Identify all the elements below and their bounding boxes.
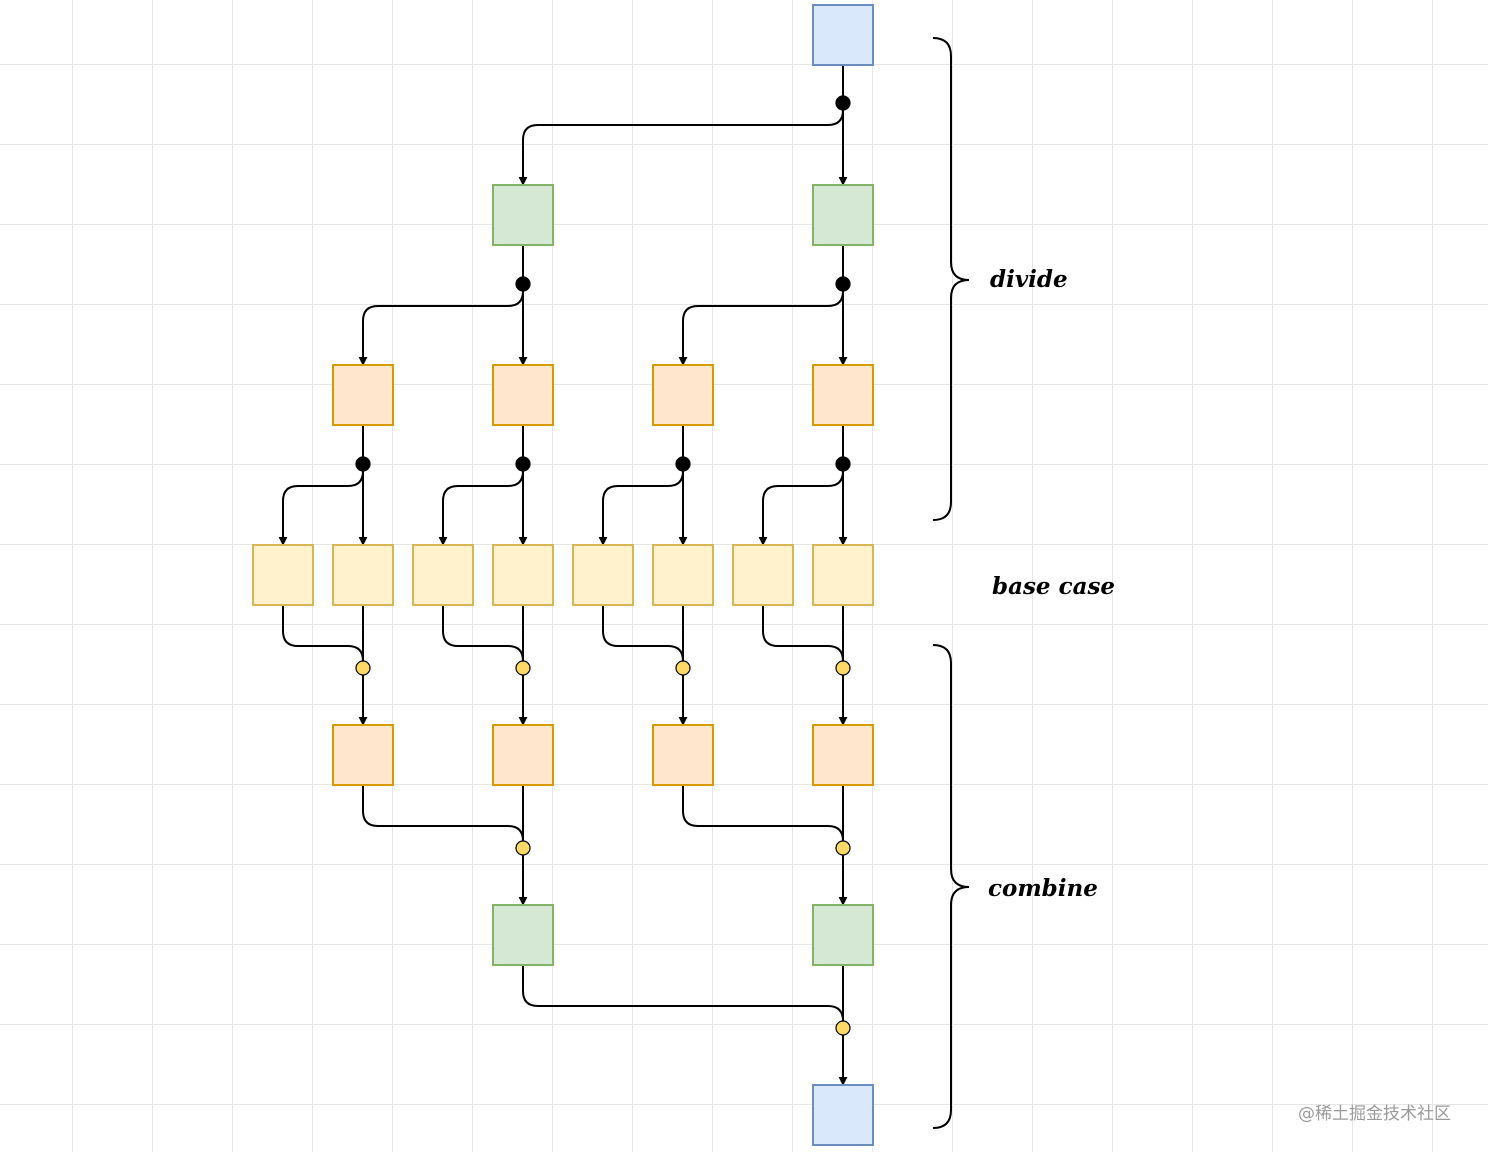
divide-label: divide — [990, 266, 1068, 293]
combine-l1-node-1 — [492, 724, 554, 786]
combine-l1-node-0 — [332, 724, 394, 786]
edge-split-l1-left-1 — [678, 284, 844, 366]
combine-l1-node-3 — [812, 724, 874, 786]
combine-label: combine — [988, 875, 1098, 902]
divide-l1-node-right — [812, 184, 874, 246]
join-dot-final — [835, 1020, 851, 1036]
base-case-node-0 — [252, 544, 314, 606]
combine-l2-node-left — [492, 904, 554, 966]
split-dot-l1-0 — [515, 276, 531, 292]
join-dot-base-0 — [355, 660, 371, 676]
join-dot-base-2 — [675, 660, 691, 676]
edge-split-l1-left-0 — [358, 284, 524, 366]
edge-l5-left-to-join — [522, 965, 844, 1028]
join-dot-base-3 — [835, 660, 851, 676]
edge-split-l2-left-1 — [438, 464, 524, 546]
divide-l1-node-left — [492, 184, 554, 246]
base-case-node-5 — [652, 544, 714, 606]
edge-base-left-to-join-2 — [602, 605, 684, 668]
base-case-node-1 — [332, 544, 394, 606]
edge-l4-left-to-join-0 — [362, 785, 524, 848]
nodes-layer — [252, 4, 874, 1146]
base-case-node-2 — [412, 544, 474, 606]
combine-l1-node-2 — [652, 724, 714, 786]
base-case-label: base case — [992, 573, 1115, 600]
edge-l4-left-to-join-1 — [682, 785, 844, 848]
result-node — [812, 1084, 874, 1146]
join-dot-l4-1 — [835, 840, 851, 856]
edge-base-left-to-join-0 — [282, 605, 364, 668]
combine-l2-node-right — [812, 904, 874, 966]
braces-layer — [932, 37, 970, 1129]
divide-l2-node-0 — [332, 364, 394, 426]
join-dot-l4-0 — [515, 840, 531, 856]
edge-split-l2-left-3 — [758, 464, 844, 546]
join-dot-base-1 — [515, 660, 531, 676]
junction-dots-layer — [355, 95, 851, 1036]
split-dot-l2-3 — [835, 456, 851, 472]
divide-l2-node-1 — [492, 364, 554, 426]
edge-split-l2-left-0 — [278, 464, 364, 546]
split-dot-l2-1 — [515, 456, 531, 472]
divide-brace — [932, 37, 970, 521]
base-case-node-4 — [572, 544, 634, 606]
watermark: @稀土掘金技术社区 — [1298, 1104, 1451, 1124]
input-node — [812, 4, 874, 66]
divide-l2-node-2 — [652, 364, 714, 426]
split-dot-l2-2 — [675, 456, 691, 472]
edge-base-left-to-join-3 — [762, 605, 844, 668]
split-dot-l1-1 — [835, 276, 851, 292]
base-case-node-3 — [492, 544, 554, 606]
edges-layer — [278, 65, 848, 1086]
edge-split-l2-left-2 — [598, 464, 684, 546]
base-case-node-7 — [812, 544, 874, 606]
base-case-node-6 — [732, 544, 794, 606]
split-dot-root — [835, 95, 851, 111]
combine-brace — [932, 644, 970, 1129]
split-dot-l2-0 — [355, 456, 371, 472]
edge-base-left-to-join-1 — [442, 605, 524, 668]
edge-split-root-left — [518, 103, 844, 186]
divide-l2-node-3 — [812, 364, 874, 426]
